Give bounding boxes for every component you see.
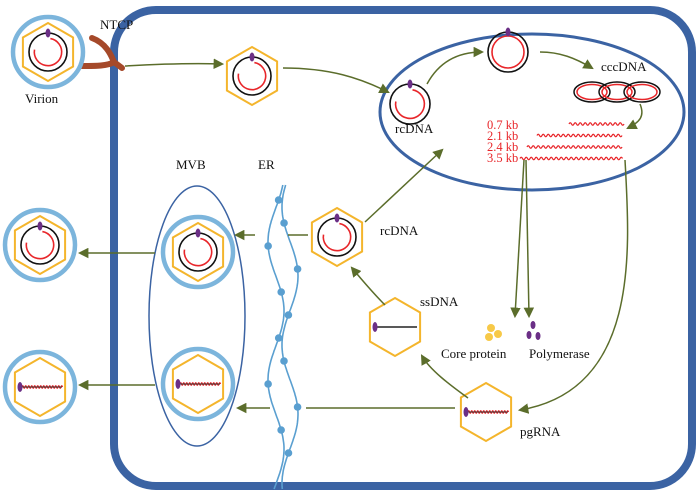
mvb-virion-rna bbox=[160, 346, 236, 422]
label-mvb: MVB bbox=[176, 157, 206, 172]
polymerase-icon bbox=[17, 382, 23, 392]
transcripts bbox=[519, 122, 625, 161]
arrow-to-cccdna bbox=[539, 51, 594, 70]
ribosome bbox=[284, 311, 293, 319]
transcript-1 bbox=[536, 133, 623, 138]
released-virion-rna bbox=[2, 349, 78, 425]
capsid-rcdna bbox=[310, 206, 364, 268]
label-rcdna-cyto: rcDNA bbox=[380, 223, 419, 238]
transcript-2 bbox=[526, 145, 623, 149]
capsid-pgrna bbox=[459, 381, 513, 443]
label-transcript-2: 2.4 kb bbox=[487, 140, 518, 154]
arrow-to-nucleus bbox=[282, 67, 390, 93]
mvb bbox=[148, 185, 246, 447]
ribosome bbox=[280, 219, 288, 227]
core-protein-icon bbox=[485, 324, 502, 341]
repaired-dna bbox=[487, 27, 529, 73]
ribosome bbox=[280, 357, 288, 365]
capsid-entering bbox=[225, 45, 279, 107]
label-transcript-0: 0.7 kb bbox=[487, 118, 518, 132]
label-cccdna: cccDNA bbox=[601, 59, 647, 74]
label-ssdna: ssDNA bbox=[420, 294, 459, 309]
ribosome bbox=[277, 426, 285, 434]
label-transcript-3: 3.5 kb bbox=[487, 151, 518, 165]
ribosome bbox=[264, 380, 272, 388]
label-virion: Virion bbox=[25, 91, 59, 106]
arrow-entry bbox=[124, 58, 225, 69]
polymerase-icon bbox=[334, 213, 340, 223]
polymerase-icon bbox=[372, 322, 378, 332]
ribosome bbox=[274, 334, 283, 342]
nucleus bbox=[378, 32, 686, 192]
ribosome bbox=[293, 265, 302, 273]
label-core-protein: Core protein bbox=[441, 346, 507, 361]
cccdna bbox=[573, 81, 661, 103]
polymerase-icon bbox=[407, 79, 413, 89]
cell-membrane bbox=[110, 6, 696, 490]
label-pgrna: pgRNA bbox=[520, 424, 561, 439]
released-virion-rcdna bbox=[2, 207, 78, 283]
label-ntcp: NTCP bbox=[100, 17, 133, 32]
ribosome bbox=[293, 403, 302, 411]
label-polymerase: Polymerase bbox=[529, 346, 590, 361]
polymerase-icon bbox=[505, 27, 511, 37]
polymerase-icon bbox=[175, 379, 181, 389]
polymerase-icon bbox=[45, 28, 51, 38]
ribosome bbox=[274, 196, 283, 204]
endoplasmic-reticulum bbox=[264, 184, 302, 490]
label-rcdna-nucleus: rcDNA bbox=[395, 121, 434, 136]
label-transcript-1: 2.1 kb bbox=[487, 129, 518, 143]
mvb-virion-rcdna bbox=[160, 214, 236, 290]
arrow-repair bbox=[426, 46, 485, 85]
arrow-pgrna-to-ssdna bbox=[420, 354, 469, 399]
label-er: ER bbox=[258, 157, 275, 172]
ribosome bbox=[264, 242, 272, 250]
polymerase-icon bbox=[37, 221, 43, 231]
arrows bbox=[77, 46, 643, 414]
polymerase-icon bbox=[195, 228, 201, 238]
arrow-ssdna-to-rcdna bbox=[350, 266, 386, 306]
ntcp-receptor bbox=[79, 35, 125, 71]
transcript-0 bbox=[568, 122, 625, 126]
arrow-to-polymerase bbox=[523, 159, 535, 319]
ribosome bbox=[284, 449, 293, 457]
polymerase-icon bbox=[526, 321, 541, 340]
capsid-ssdna bbox=[368, 296, 422, 358]
transcript-3 bbox=[519, 156, 624, 161]
arrow-to-pgrna bbox=[517, 159, 629, 414]
er-membrane bbox=[281, 184, 299, 490]
arrow-recycle bbox=[364, 148, 444, 223]
arrow-to-core bbox=[510, 159, 525, 319]
rcdna-nucleus bbox=[389, 79, 431, 125]
polymerase-icon bbox=[249, 52, 255, 62]
ribosome bbox=[277, 288, 285, 296]
arrow-transcription bbox=[626, 103, 643, 129]
virion bbox=[10, 14, 86, 90]
polymerase-icon bbox=[463, 407, 469, 417]
